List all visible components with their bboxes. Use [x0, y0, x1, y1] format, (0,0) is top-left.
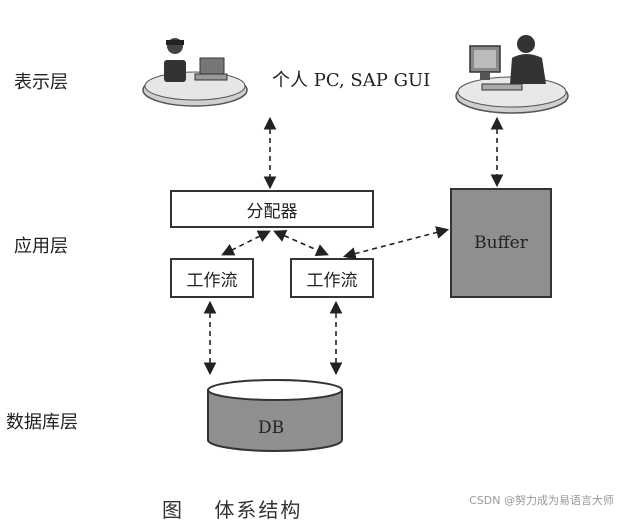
connection-arrows	[0, 0, 622, 512]
arrow-workflow-buffer	[346, 230, 446, 256]
arrow-dispatcher-workflow-left	[224, 232, 268, 254]
figure-caption: 图 体系结构	[162, 494, 302, 523]
watermark: CSDN @努力成为易语言大师	[469, 492, 614, 508]
architecture-diagram: 表示层 应用层 数据库层 个人 PC, SAP GUI 分配器 工作流 工作流 …	[0, 0, 622, 512]
arrow-dispatcher-workflow-right	[276, 232, 326, 254]
